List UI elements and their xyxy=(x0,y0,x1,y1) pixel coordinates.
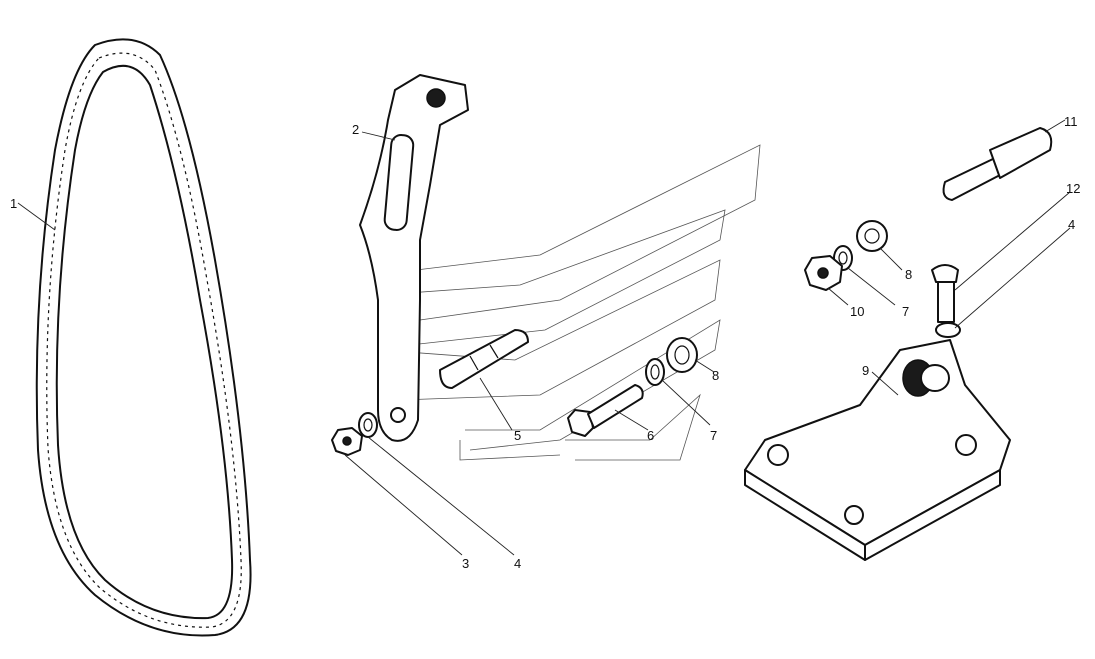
pin-bolt xyxy=(931,264,959,323)
generator-bracket xyxy=(744,339,1011,561)
callout-8-center: 8 xyxy=(712,368,719,383)
flat-washer-center xyxy=(666,337,698,373)
callout-1: 1 xyxy=(10,196,17,211)
small-nut xyxy=(331,427,363,456)
lock-washer-right xyxy=(935,322,961,338)
flat-washer-right xyxy=(856,220,888,252)
tension-bracket xyxy=(359,74,469,442)
drive-belt xyxy=(35,38,252,637)
callout-labels: 1 2 3 4 5 6 7 8 9 10 7 8 11 12 4 xyxy=(10,114,1080,571)
callout-5: 5 xyxy=(514,428,521,443)
callout-7-center: 7 xyxy=(710,428,717,443)
callout-9: 9 xyxy=(862,363,869,378)
callout-3: 3 xyxy=(462,556,469,571)
construction-guide-lines xyxy=(374,144,761,461)
lock-washer-left xyxy=(358,412,378,438)
callout-6: 6 xyxy=(647,428,654,443)
stud xyxy=(439,329,529,389)
callout-4-right: 4 xyxy=(1068,217,1075,232)
callout-12: 12 xyxy=(1066,181,1080,196)
large-nut xyxy=(804,255,843,291)
callout-10: 10 xyxy=(850,304,864,319)
callout-7-right: 7 xyxy=(902,304,909,319)
leader-lines xyxy=(17,119,1071,556)
callout-2: 2 xyxy=(352,122,359,137)
callout-11: 11 xyxy=(1064,114,1078,129)
bolt xyxy=(567,384,644,437)
callout-8-right: 8 xyxy=(905,267,912,282)
spring-washer-center xyxy=(645,358,665,386)
callout-4-left: 4 xyxy=(514,556,521,571)
pivot-bolt xyxy=(942,127,1053,201)
